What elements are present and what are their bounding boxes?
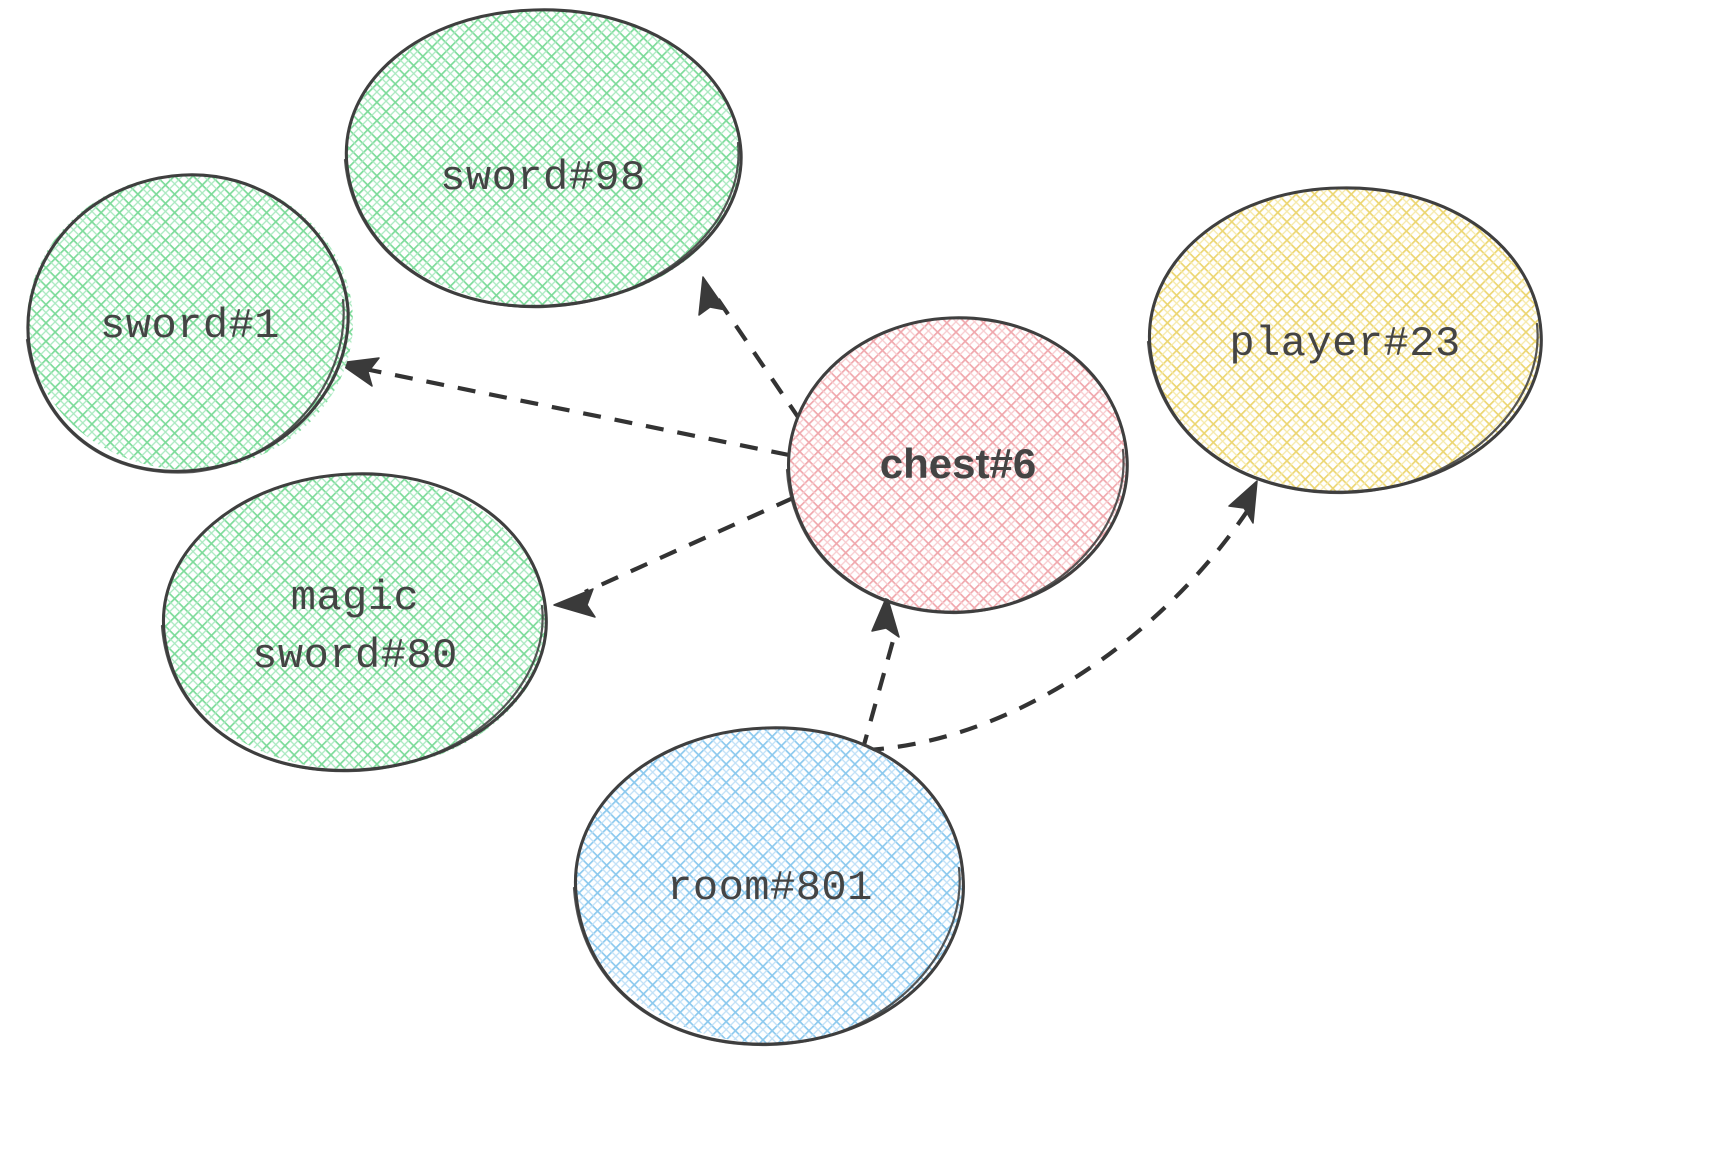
- node-label-player23: player#23: [1229, 320, 1460, 368]
- node-player23[interactable]: player#23: [1146, 186, 1543, 495]
- node-fill: [788, 318, 1128, 612]
- node-label-room801: room#801: [667, 864, 873, 912]
- node-outline: [787, 316, 1129, 614]
- node-fill: [575, 727, 965, 1043]
- edge-line: [865, 508, 1250, 753]
- arrowhead-icon: [338, 357, 380, 387]
- arrowhead-icon: [871, 595, 900, 638]
- edge-room801-to-player23[interactable]: [865, 480, 1258, 753]
- node-outline-sketch: [25, 298, 345, 474]
- node-room801[interactable]: room#801: [572, 726, 965, 1047]
- node-sword1[interactable]: sword#1: [25, 173, 353, 474]
- node-label-sword98: sword#98: [440, 154, 646, 202]
- node-outline-sketch: [572, 866, 961, 1047]
- node-fill: [27, 174, 353, 470]
- node-label-chest6: chest#6: [880, 440, 1036, 487]
- edge-chest6-to-sword1[interactable]: [338, 357, 790, 458]
- arrowhead-icon: [553, 588, 596, 618]
- node-outline: [161, 472, 548, 772]
- node-outline-sketch: [160, 604, 544, 773]
- node-label-magicsword80-line2: sword#80: [252, 632, 458, 680]
- arrowhead-icon: [1228, 480, 1258, 524]
- node-outline: [573, 726, 965, 1046]
- node-outline: [26, 173, 350, 473]
- edge-room801-to-chest6[interactable]: [859, 595, 900, 753]
- arrowhead-icon: [698, 276, 727, 316]
- node-label-magicsword80-line1: magic: [291, 574, 420, 622]
- edge-line: [584, 496, 794, 594]
- edge-layer: [338, 276, 1258, 753]
- node-outline-sketch: [1146, 322, 1539, 495]
- edge-chest6-to-sword98[interactable]: [698, 276, 802, 422]
- node-fill: [345, 10, 741, 306]
- edge-line: [859, 629, 899, 753]
- node-layer: sword#1 sword#98 magic sword#80: [25, 8, 1543, 1047]
- node-label-sword1: sword#1: [100, 302, 280, 350]
- node-magicsword80[interactable]: magic sword#80: [160, 472, 548, 773]
- node-fill: [163, 474, 547, 770]
- edge-line: [364, 366, 790, 458]
- node-chest6[interactable]: chest#6: [785, 316, 1129, 615]
- node-sword98[interactable]: sword#98: [343, 8, 743, 309]
- edge-line: [711, 290, 802, 422]
- node-outline: [1147, 186, 1543, 494]
- node-outline-sketch: [343, 141, 740, 309]
- node-fill: [1148, 188, 1542, 492]
- node-outline-sketch: [785, 448, 1125, 615]
- edge-chest6-to-magicsword80[interactable]: [553, 496, 794, 618]
